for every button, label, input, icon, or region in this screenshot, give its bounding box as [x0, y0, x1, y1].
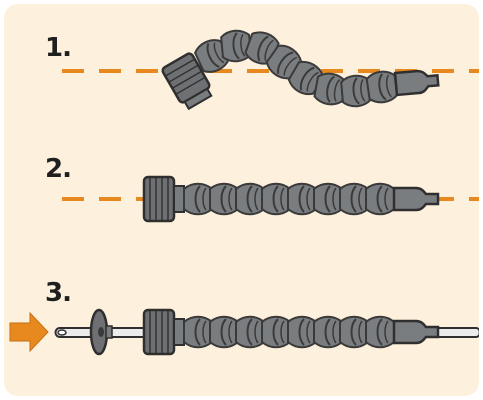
flexible-hose-icon-bent	[161, 27, 440, 111]
diagram-art	[9, 27, 479, 356]
flexible-hose-icon-on-rod	[142, 308, 440, 356]
step-3-label: 3.	[45, 278, 72, 308]
instruction-panel: 1. 2. 3.	[4, 4, 479, 396]
step-1-label: 1.	[45, 33, 72, 63]
flexible-hose-icon-straight	[142, 175, 440, 223]
arrow-right-icon	[9, 311, 49, 353]
step-2-label: 2.	[45, 154, 72, 184]
washer-icon	[89, 308, 113, 356]
